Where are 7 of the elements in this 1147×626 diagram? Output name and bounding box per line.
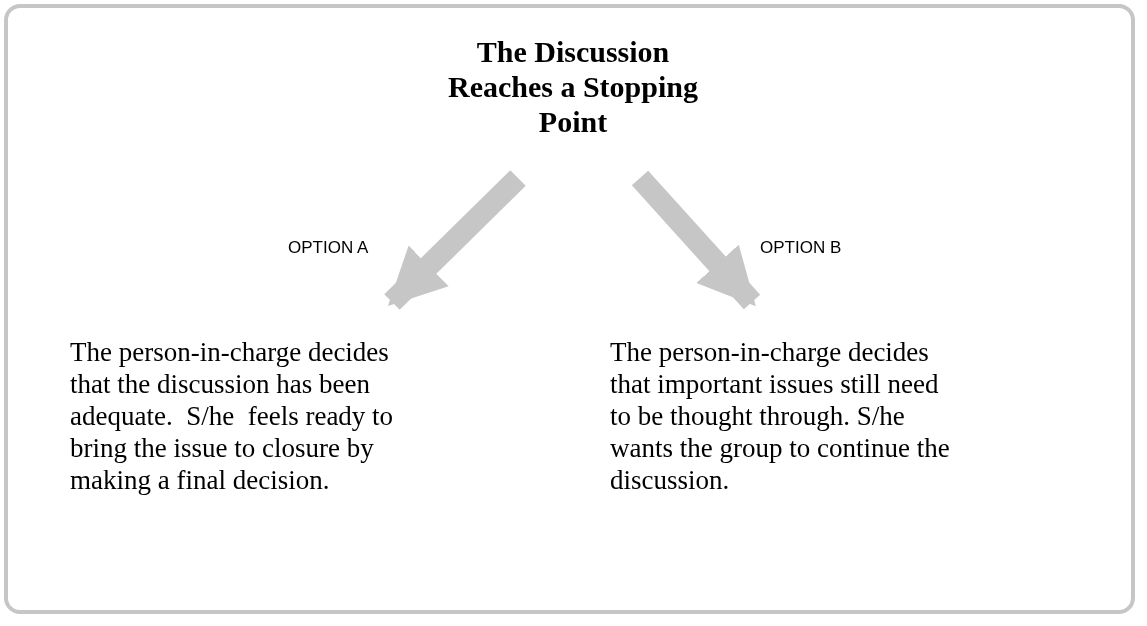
edge-label: OPTION A — [288, 238, 369, 258]
description-text: The person-in-charge decides that the discussion has been adequate. S/he feels ready to bring the issue to closure by making a final decision. — [70, 336, 395, 496]
arrow — [631, 170, 761, 310]
edge-label: OPTION B — [760, 238, 842, 258]
description-text: The person-in-charge decides that important issues still need to be thought through. S/he wants the group to continue the discussion. — [610, 336, 951, 496]
arrow — [384, 170, 526, 310]
heading: The Discussion Reaches a Stopping Point — [446, 34, 699, 139]
